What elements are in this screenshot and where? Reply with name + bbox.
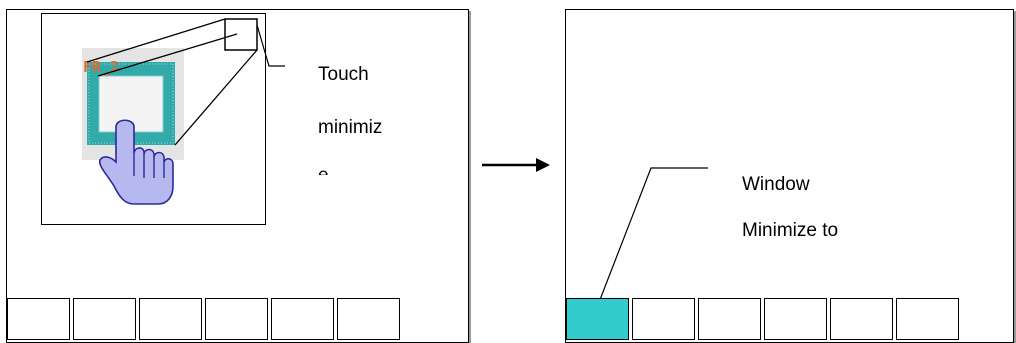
hand-pointer-icon	[98, 119, 174, 205]
result-caption-line-2: Minimize to	[742, 220, 839, 241]
minimize-button-zoom-box	[224, 18, 258, 51]
taskbar-slot[interactable]	[632, 298, 695, 340]
taskbar-slot[interactable]	[205, 298, 268, 340]
taskbar-slot-minimized-window[interactable]	[566, 298, 629, 340]
result-caption-line-1: Window	[742, 174, 810, 195]
caption-line-3: e	[318, 166, 329, 175]
taskbar-slot[interactable]	[139, 298, 202, 340]
mini-window-title: FR_2	[83, 58, 119, 76]
taskbar-slot[interactable]	[830, 298, 893, 340]
left-callout-lines	[256, 24, 285, 67]
zoom-line-mid	[97, 33, 238, 77]
taskbar-slot[interactable]	[764, 298, 827, 340]
taskbar-slot[interactable]	[896, 298, 959, 340]
taskbar-slot[interactable]	[337, 298, 400, 340]
caption-line-1: Touch	[318, 64, 369, 85]
right-taskbar	[566, 298, 959, 342]
taskbar-slot[interactable]	[271, 298, 334, 340]
caption-line-2: minimiz	[318, 117, 383, 138]
taskbar-slot[interactable]	[698, 298, 761, 340]
zoom-line-bottom	[174, 49, 258, 146]
taskbar-slot[interactable]	[7, 298, 70, 340]
mini-window-illustration: FR_2	[82, 18, 258, 205]
taskbar-slot[interactable]	[73, 298, 136, 340]
caption-line-3-clip: e	[318, 162, 378, 175]
right-callout-line	[595, 167, 708, 311]
zoom-inset: FR_2	[41, 13, 266, 225]
right-screen: Window Minimize to	[565, 9, 1014, 343]
left-taskbar	[7, 298, 400, 342]
zoom-line-top	[86, 18, 226, 63]
arrow-right-icon	[482, 158, 550, 172]
left-screen: FR_2 Touch minimiz e	[6, 9, 469, 343]
